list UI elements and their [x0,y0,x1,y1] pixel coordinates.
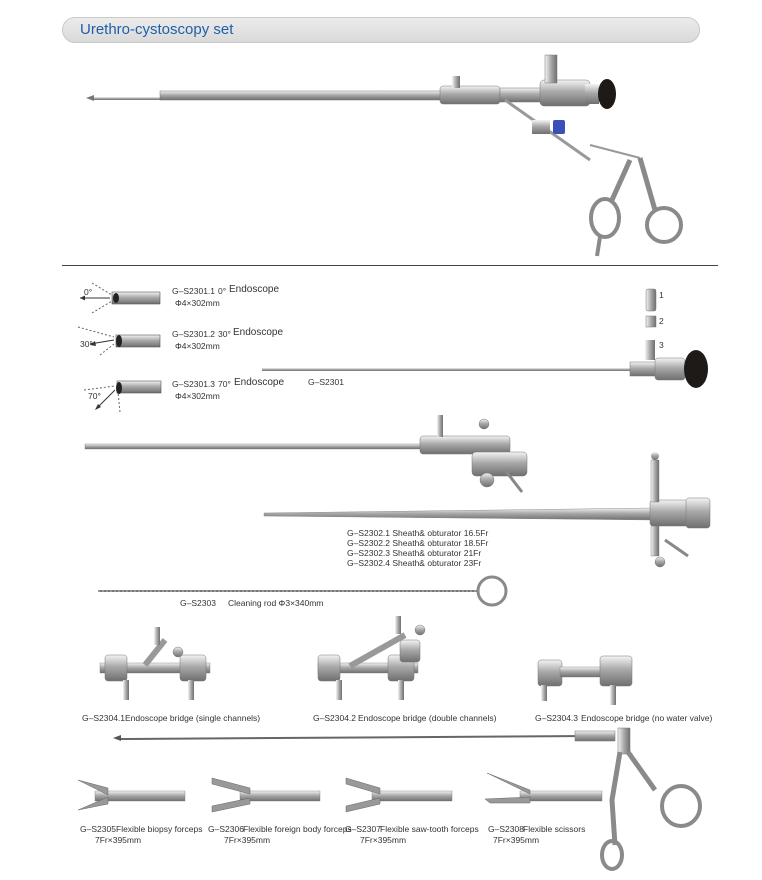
sheath-label-2: G–S2302.2 Sheath& obturator 18.5Fr [347,538,489,548]
endoscope-g-s2301-image [262,288,708,388]
forceps-2-dims: 7Fr×395mm [224,835,271,845]
title-bar [62,17,700,43]
cleaning-rod-name: Cleaning rod Φ3×340mm [228,598,324,608]
sheath-label-3: G–S2302.3 Sheath& obturator 21Fr [347,548,482,558]
sheath-label-4: G–S2302.4 Sheath& obturator 23Fr [347,558,482,568]
endoscope-2-name: Endoscope [234,377,285,388]
endoscope-0-dims: Φ4×302mm [175,298,220,308]
page-title: Urethro-cystoscopy set [80,21,234,38]
angle-70-label: 70° [88,391,101,401]
foreign-body-forceps-tip-image [211,777,321,813]
endoscope-1-angle: 30° [218,329,231,339]
flexible-forceps-assembly-image [113,727,702,871]
bridge-1-name: Endoscope bridge (single channels) [125,713,261,723]
forceps-1-name: Flexible biopsy forceps [116,824,203,834]
forceps-1-dims: 7Fr×395mm [95,835,142,845]
forceps-2-code: G–S2306 [208,824,244,834]
angle-0-label: 0° [84,287,93,297]
endoscope-1-name: Endoscope [233,327,284,338]
part-2-label: 2 [659,316,664,326]
bridge-double-channel-image [317,616,426,700]
scope-code-label: G–S2301 [308,377,344,387]
forceps-3-code: G–S2307 [345,824,381,834]
forceps-1-code: G–S2305 [80,824,116,834]
cleaning-rod-code: G–S2303 [180,598,216,608]
forceps-4-name: Flexible scissors [523,824,586,834]
endoscope-2-code: G–S2301.3 [172,379,216,389]
sheath-label-1: G–S2302.1 Sheath& obturator 16.5Fr [347,528,489,538]
biopsy-forceps-tip-image [77,779,186,811]
endoscope-1-code: G–S2301.2 [172,329,216,339]
forceps-4-code: G–S2308 [488,824,524,834]
endoscope-2-angle: 70° [218,379,231,389]
endoscope-2-dims: Φ4×302mm [175,391,220,401]
bridge-single-channel-image [99,627,211,700]
forceps-4-dims: 7Fr×395mm [493,835,540,845]
endoscope-0-code: G–S2301.1 [172,286,216,296]
endoscope-tip-0-deg-diagram [80,282,161,314]
bridge-3-code: G–S2304.3 [535,713,579,723]
endoscope-1-dims: Φ4×302mm [175,341,220,351]
bridge-2-code: G–S2304.2 [313,713,357,723]
forceps-3-name: Flexible saw-tooth forceps [380,824,479,834]
obturator-image [84,415,528,493]
part-3-label: 3 [659,340,664,350]
bridge-2-name: Endoscope bridge (double channels) [358,713,497,723]
forceps-2-name: Flexible foreign body forceps [243,824,352,834]
endoscope-tip-70-deg-diagram [83,380,162,413]
saw-tooth-forceps-tip-image [345,777,453,813]
assembled-cystoscope-image [86,54,683,257]
scissors-tip-image [484,772,603,804]
angle-30-label: 30° [80,339,93,349]
forceps-3-dims: 7Fr×395mm [360,835,407,845]
part-1-label: 1 [659,290,664,300]
section-divider [62,265,718,266]
endoscope-0-name: Endoscope [229,284,280,295]
cleaning-rod-image [98,575,508,607]
bridge-no-water-valve-image [537,655,633,705]
bridge-1-code: G–S2304.1 [82,713,126,723]
bridge-3-name: Endoscope bridge (no water valve) [581,713,713,723]
endoscope-tip-30-deg-diagram [77,326,161,356]
sheath-image [263,452,711,568]
endoscope-0-angle: 0° [218,286,227,296]
